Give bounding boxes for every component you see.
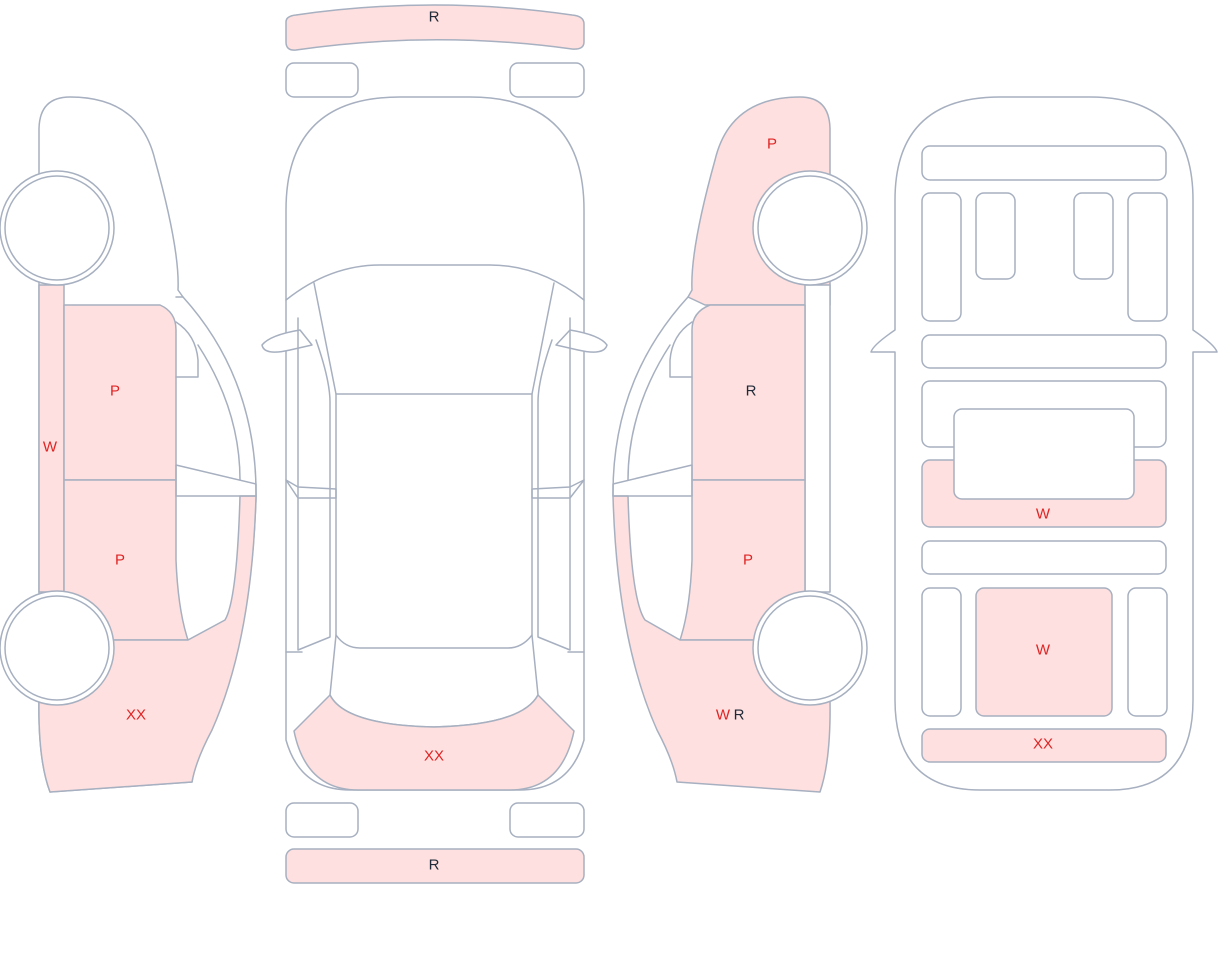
dashboard	[921, 145, 1167, 181]
center-console-bar	[921, 334, 1167, 369]
right-front-wheel	[757, 175, 863, 281]
rear-left-trim	[921, 587, 962, 717]
trunk-sill[interactable]	[921, 728, 1167, 763]
right-quarter-code-w: W	[716, 707, 731, 724]
left-rocker-code: W	[43, 439, 58, 456]
rear-bumper[interactable]	[285, 848, 585, 884]
passenger-seat	[1073, 192, 1114, 280]
cargo-floor-code: W	[1036, 642, 1051, 659]
rear-left-taillight	[285, 802, 359, 838]
left-rear-door-code: P	[115, 552, 125, 569]
right-rear-quarter[interactable]	[612, 495, 831, 793]
rear-crossbar	[921, 540, 1167, 575]
interior-view: W W XX	[870, 96, 1218, 791]
top-view: R XX R	[261, 4, 608, 884]
front-left-door-trim	[921, 192, 962, 322]
left-rear-quarter[interactable]	[38, 495, 257, 793]
trunk-sill-code: XX	[1033, 736, 1053, 753]
right-rocker-panel	[804, 284, 831, 593]
top-body-outline	[285, 96, 585, 791]
trunk-code: XX	[424, 748, 444, 765]
right-front-door-code: R	[746, 383, 757, 400]
rear-bench-code: W	[1036, 506, 1051, 523]
rear-right-taillight	[509, 802, 585, 838]
right-fender-code: P	[767, 136, 777, 153]
right-quarter-code-r: R	[734, 707, 745, 724]
right-rear-wheel	[757, 595, 863, 701]
right-front-door[interactable]	[691, 304, 806, 481]
rear-bench-seat	[953, 408, 1135, 500]
left-rear-wheel	[4, 595, 110, 701]
left-front-door[interactable]	[63, 304, 177, 481]
left-mirror	[261, 329, 313, 353]
front-bumper[interactable]	[285, 4, 585, 51]
front-left-headlight	[285, 62, 359, 98]
left-quarter-code: XX	[126, 707, 146, 724]
rear-right-trim	[1127, 587, 1168, 717]
top-view-trunk-lid[interactable]	[293, 694, 575, 791]
front-right-headlight	[509, 62, 585, 98]
left-front-wheel	[4, 175, 110, 281]
cargo-floor[interactable]	[975, 587, 1113, 717]
driver-seat	[975, 192, 1016, 280]
left-side-view: P P W XX	[0, 96, 257, 793]
front-right-door-trim	[1127, 192, 1168, 322]
rear-bumper-code: R	[429, 857, 440, 874]
right-side-view: P R P W R	[612, 96, 868, 793]
left-front-door-code: P	[110, 383, 120, 400]
front-bumper-code: R	[429, 9, 440, 26]
right-rear-door-code: P	[743, 552, 753, 569]
right-mirror	[555, 329, 608, 353]
